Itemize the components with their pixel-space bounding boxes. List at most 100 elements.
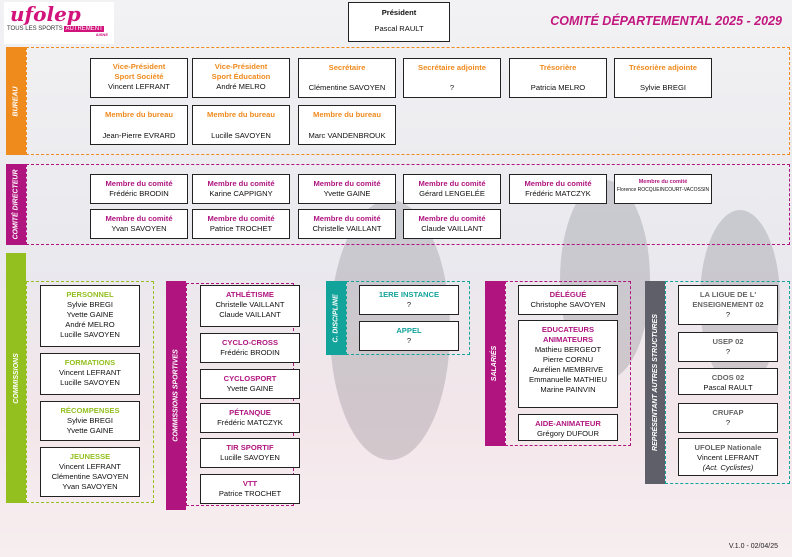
bureau-bar: BUREAU (6, 47, 26, 155)
member-name: Frédéric MATCZYK (217, 418, 283, 427)
member-name: Vincent LEFRANT (108, 82, 170, 91)
role-label: Secrétaire adjointe (418, 63, 486, 72)
member-name: ? (449, 83, 455, 92)
member-name: Grégory DUFOUR (536, 429, 600, 438)
role-label: JEUNESSE (69, 452, 111, 461)
member-name: Sylvie BREGI (640, 83, 686, 92)
member-name: Christelle VAILLANT (312, 224, 382, 233)
member-name: Patrice TROCHET (218, 489, 282, 498)
member-name: Jean-Pierre EVRARD (102, 131, 176, 140)
member-name: Christelle VAILLANT (215, 300, 285, 309)
member-name: Frédéric MATCZYK (525, 189, 591, 198)
role-label: ATHLÉTISME (226, 290, 274, 299)
role-label: CRUFAP (712, 408, 744, 417)
logo-sub: AISNE (95, 32, 108, 37)
member-name: ? (725, 418, 731, 427)
role-label: UFOLEP Nationale (694, 443, 762, 452)
member-name: Gérard LENGELÉE (419, 189, 485, 198)
member-name: Clémentine SAVOYEN (308, 83, 386, 92)
logo-tagline-highlight: AUTREMENT (64, 26, 104, 32)
logo-tagline: TOUS LES SPORTS (7, 26, 63, 32)
member-name: Patricia MELRO (530, 83, 586, 92)
bureau-frame (26, 47, 790, 155)
role-label: Membre du bureau (313, 110, 381, 119)
member-name: Lucille SAVOYEN (60, 378, 120, 387)
role-label: Membre du comité (105, 214, 173, 223)
role-label: Membre du comité (524, 179, 592, 188)
member-name: Frédéric BRODIN (220, 348, 280, 357)
member-name: Yvan SAVOYEN (62, 482, 118, 491)
comite-bar: COMITÉ DIRECTEUR (6, 164, 26, 245)
member-name: Vincent LEFRANT (697, 453, 759, 462)
member-name: Pierre CORNU (542, 355, 594, 364)
commissions-frame (26, 281, 154, 503)
member-name: André MELRO (216, 82, 266, 91)
representant-frame (665, 281, 790, 484)
role-label: Membre du bureau (105, 110, 173, 119)
member-name: Lucille SAVOYEN (220, 453, 280, 462)
member-name: Christophe SAVOYEN (530, 300, 606, 309)
member-name: Patrice TROCHET (209, 224, 273, 233)
member-name: Yvan SAVOYEN (111, 224, 167, 233)
president-box: Président Pascal RAULT (348, 2, 450, 42)
member-name: Sylvie BREGI (67, 416, 113, 425)
role-label: Vice-Président Sport Société (112, 62, 166, 81)
role-label: Trésorière (539, 63, 577, 72)
version-label: V.1.0 - 02/04/25 (728, 543, 778, 550)
member-name: Yvette GAINE (66, 310, 114, 319)
role-label: Membre du comité (638, 179, 688, 185)
representant-box: USEP 02? (678, 332, 778, 362)
member-name: Claude VAILLANT (219, 310, 281, 319)
logo-brand: ufolep (10, 2, 81, 26)
role-label: CYCLO-CROSS (221, 338, 279, 347)
member-name: Marc VANDENBROUK (308, 131, 386, 140)
member-name: Claude VAILLANT (421, 224, 483, 233)
role-label: APPEL (396, 326, 422, 335)
role-label: AIDE-ANIMATEUR (535, 419, 601, 428)
member-name: Marine PAINVIN (540, 385, 596, 394)
member-name: Florence ROCQUEINCOURT-VACOSSIN (616, 187, 710, 193)
role-label: DÉLÉGUÉ (549, 290, 587, 299)
discipline-frame (346, 281, 470, 355)
role-label: Vice-Président Sport Éducation (211, 62, 271, 81)
salaries-frame (505, 281, 631, 446)
discipline-box: 1ERE INSTANCE? (359, 285, 459, 315)
role-label: FORMATIONS (64, 358, 116, 367)
member-name: Frédéric BRODIN (109, 189, 169, 198)
page-title: COMITÉ DÉPARTEMENTAL 2025 - 2029 (550, 14, 782, 28)
role-label: USEP 02 (712, 337, 744, 346)
representant-bar: REPRÉSENTANT AUTRES STRUCTURES (645, 281, 665, 484)
role-label: Membre du comité (105, 179, 173, 188)
member-name: André MELRO (65, 320, 115, 329)
role-label: Membre du comité (207, 214, 275, 223)
member-name: Clémentine SAVOYEN (51, 472, 129, 481)
member-name: Pascal RAULT (703, 383, 753, 392)
sportives-bar: COMMISSIONS SPORTIVES (166, 281, 186, 510)
member-name: ? (406, 300, 412, 309)
role-label: Secrétaire (328, 63, 366, 72)
role-label: LA LIGUE DE L' ENSEIGNEMENT 02 (692, 290, 764, 309)
member-name: Lucille SAVOYEN (60, 330, 120, 339)
role-label: Membre du bureau (207, 110, 275, 119)
role-label: PERSONNEL (66, 290, 114, 299)
member-name: Lucille SAVOYEN (211, 131, 271, 140)
